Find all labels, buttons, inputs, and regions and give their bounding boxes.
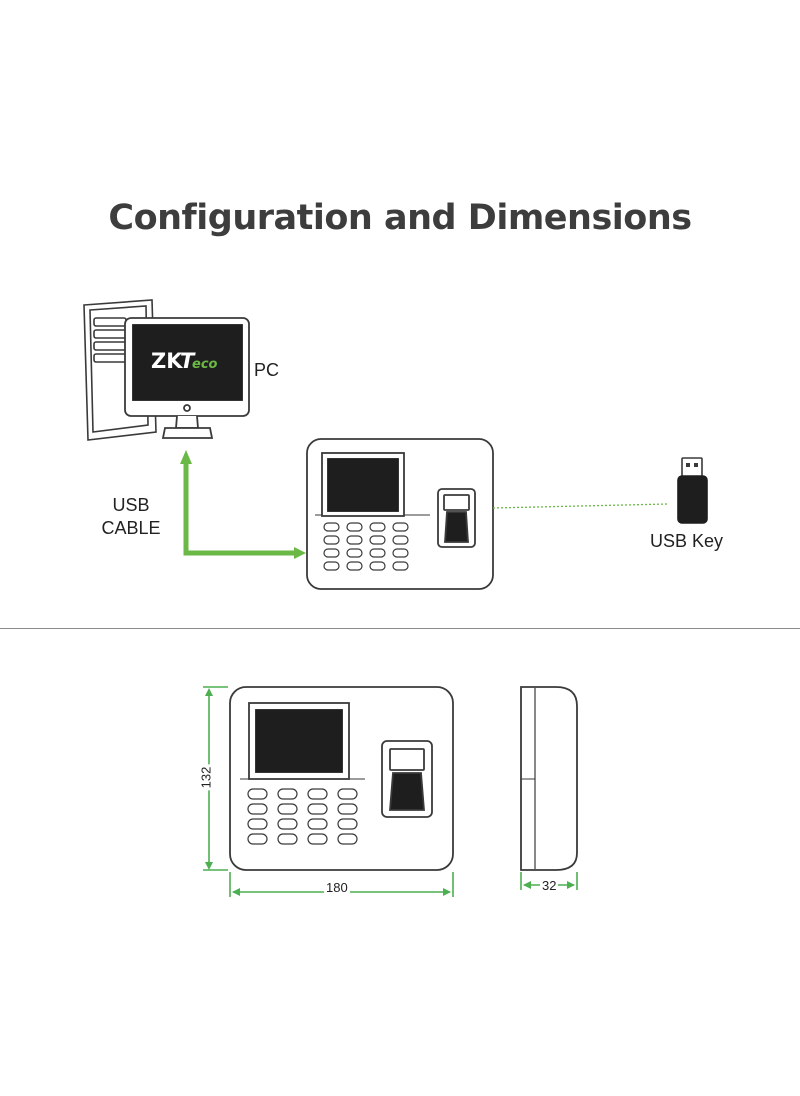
keypad-button bbox=[307, 788, 328, 800]
monitor-icon bbox=[124, 317, 250, 439]
pc-label: PC bbox=[254, 360, 280, 380]
keypad-button bbox=[392, 522, 409, 532]
usb-cable-label: USB CABLE bbox=[94, 494, 168, 540]
usb-key-icon bbox=[677, 457, 708, 524]
keypad-button bbox=[247, 833, 268, 845]
keypad-button bbox=[346, 535, 363, 545]
keypad-button bbox=[247, 818, 268, 830]
terminal-front-view bbox=[229, 686, 454, 871]
keypad-button bbox=[337, 818, 358, 830]
keypad-button bbox=[323, 522, 340, 532]
keypad-button bbox=[369, 561, 386, 571]
keypad-button bbox=[346, 561, 363, 571]
keypad-button bbox=[346, 548, 363, 558]
usb-cable-label-line1: USB bbox=[112, 495, 150, 515]
keypad-button bbox=[307, 833, 328, 845]
keypad-button bbox=[277, 803, 298, 815]
usb-key-connection bbox=[492, 503, 669, 509]
usb-cable-arrow bbox=[180, 450, 306, 559]
keypad-button bbox=[369, 522, 386, 532]
keypad-button bbox=[307, 803, 328, 815]
keypad-button bbox=[369, 548, 386, 558]
keypad-button bbox=[337, 803, 358, 815]
keypad-button bbox=[392, 535, 409, 545]
keypad-button bbox=[323, 548, 340, 558]
dimension-width: 180 bbox=[324, 880, 350, 895]
keypad-button bbox=[346, 522, 363, 532]
section-divider bbox=[0, 628, 800, 629]
svg-text:ZK: ZK bbox=[151, 349, 183, 373]
page-title: Configuration and Dimensions bbox=[108, 198, 692, 238]
keypad-button bbox=[247, 788, 268, 800]
keypad-button bbox=[323, 535, 340, 545]
keypad-button bbox=[323, 561, 340, 571]
keypad-top bbox=[323, 522, 409, 571]
keypad-button bbox=[277, 818, 298, 830]
zkteco-logo: ZK T eco bbox=[151, 349, 218, 373]
keypad-front bbox=[247, 788, 358, 845]
svg-text:eco: eco bbox=[192, 357, 218, 372]
keypad-button bbox=[277, 788, 298, 800]
keypad-button bbox=[277, 833, 298, 845]
svg-text:T: T bbox=[180, 349, 196, 373]
keypad-button bbox=[369, 535, 386, 545]
terminal-side-view bbox=[520, 686, 578, 871]
usb-key-label: USB Key bbox=[650, 531, 724, 551]
keypad-button bbox=[392, 561, 409, 571]
dimension-depth: 32 bbox=[540, 878, 559, 893]
dimension-height: 132 bbox=[198, 764, 214, 791]
usb-cable-label-line2: CABLE bbox=[101, 518, 161, 538]
keypad-button bbox=[392, 548, 409, 558]
keypad-button bbox=[307, 818, 328, 830]
keypad-button bbox=[337, 788, 358, 800]
keypad-button bbox=[247, 803, 268, 815]
keypad-button bbox=[337, 833, 358, 845]
